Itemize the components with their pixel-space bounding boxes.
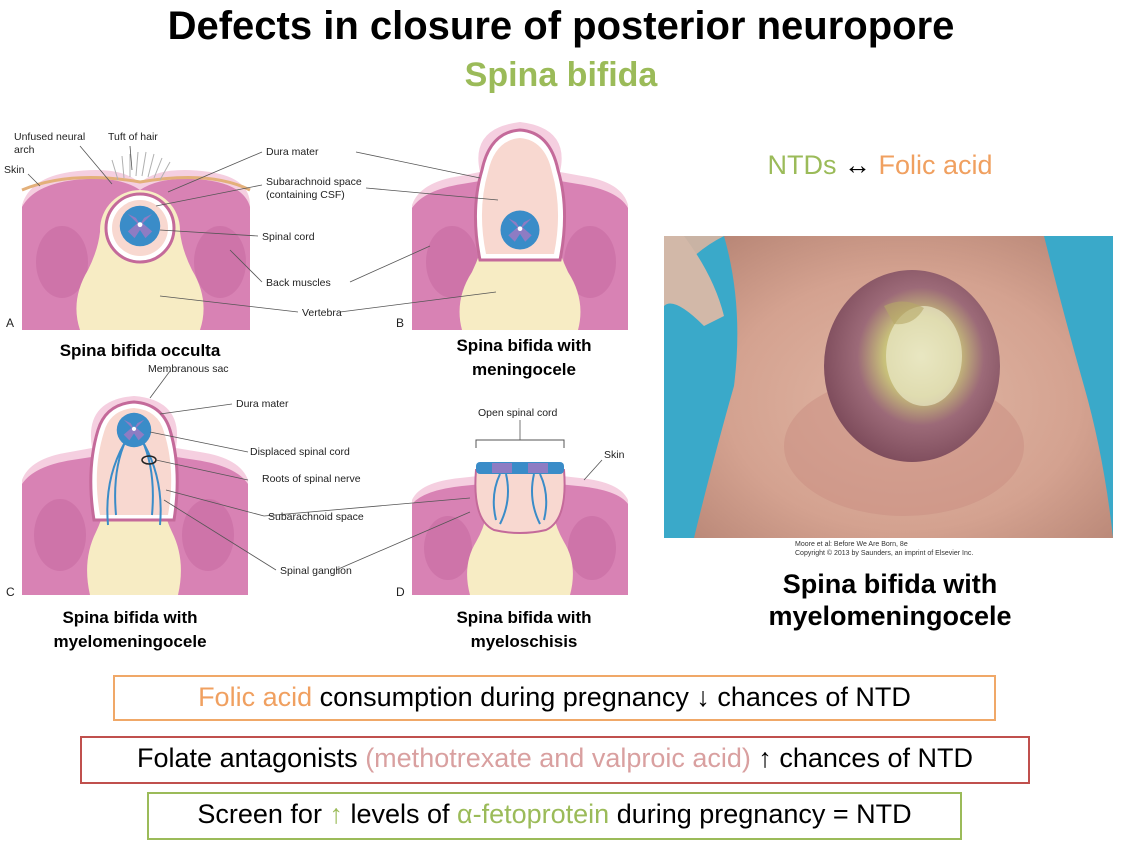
label-unfused-arch-1: Unfused neural [14, 131, 85, 143]
label-open-spinal-cord: Open spinal cord [478, 407, 558, 419]
vertebra-c [87, 500, 181, 595]
label-dura-mater: Dura mater [266, 146, 319, 158]
caption-b-line-2: meningocele [472, 360, 576, 379]
up-arrow-icon: ↑ [329, 799, 343, 829]
photo-caption: Spina bifida with myelomeningocele [720, 568, 1060, 632]
box3-highlight: α-fetoprotein [457, 799, 610, 829]
label-vertebra: Vertebra [302, 307, 342, 319]
caption-d: Spina bifida with myeloschisis [404, 606, 644, 654]
box2-text: ↑ chances of NTD [750, 743, 973, 773]
box3-mid: levels of [342, 799, 457, 829]
folic-acid-box: Folic acid consumption during pregnancy … [113, 675, 996, 721]
caption-c-line-1: Spina bifida with [62, 608, 198, 627]
caption-b-line-1: Spina bifida with [456, 336, 592, 355]
label-subarachnoid-1: Subarachnoid space [266, 176, 362, 188]
label-spinal-cord: Spinal cord [262, 231, 315, 243]
panel-a: A [6, 151, 251, 330]
open-cord-d [476, 462, 564, 474]
caption-c: Spina bifida with myelomeningocele [10, 606, 250, 654]
label-unfused-arch-2: arch [14, 144, 35, 156]
photo-credit: Moore et al: Before We Are Born, 8e Copy… [795, 540, 973, 558]
panel-letter-a: A [6, 316, 14, 330]
vertebra-d [467, 516, 573, 595]
label-back-muscles: Back muscles [266, 277, 331, 289]
box3-text: during pregnancy = NTD [609, 799, 912, 829]
folic-acid-text: Folic acid [878, 150, 993, 180]
folate-antagonists-box: Folate antagonists (methotrexate and val… [80, 736, 1030, 784]
label-displaced-spinal-cord: Displaced spinal cord [250, 446, 350, 458]
panel-letter-b: B [396, 316, 404, 330]
caption-a-line-1: Spina bifida occulta [59, 341, 221, 360]
label-dura-mater-c: Dura mater [236, 398, 289, 410]
panel-b: B [396, 122, 628, 330]
vertebra-b [459, 240, 581, 330]
label-subarachnoid-space-c: Subarachnoid space [268, 511, 364, 523]
label-spinal-ganglion: Spinal ganglion [280, 565, 352, 577]
panel-c: C [6, 396, 248, 599]
label-skin-a: Skin [4, 164, 25, 176]
panel-letter-d: D [396, 585, 405, 599]
photo-credit-line-2: Copyright © 2013 by Saunders, an imprint… [795, 550, 974, 557]
myelomeningocele-photo [664, 236, 1113, 538]
label-roots-of-spinal-nerve: Roots of spinal nerve [262, 473, 361, 485]
caption-d-line-2: myeloschisis [470, 632, 578, 651]
box3-pre: Screen for [197, 799, 330, 829]
caption-d-line-1: Spina bifida with [456, 608, 592, 627]
dura-d [474, 469, 566, 534]
label-subarachnoid-2: (containing CSF) [266, 189, 345, 201]
page-subtitle: Spina bifida [464, 56, 658, 94]
caption-b: Spina bifida with meningocele [404, 334, 644, 382]
box2-pre: Folate antagonists [137, 743, 366, 773]
box2-highlight: (methotrexate and valproic acid) [365, 743, 751, 773]
panel-d: D [396, 439, 628, 599]
spina-bifida-diagrams: A B C D [4, 122, 628, 599]
box1-highlight: Folic acid [198, 682, 313, 712]
screening-box: Screen for ↑ levels of α-fetoprotein dur… [147, 792, 962, 840]
photo-credit-line-1: Moore et al: Before We Are Born, 8e [795, 541, 908, 548]
page-title: Defects in closure of posterior neuropor… [167, 4, 955, 48]
vertebra-a [76, 232, 204, 330]
ntd-folic-relation: NTDs ↔ Folic acid [700, 150, 1060, 181]
photo-caption-line-1: Spina bifida with [782, 569, 998, 599]
label-skin-d: Skin [604, 449, 625, 461]
label-membranous-sac: Membranous sac [148, 363, 229, 375]
ntds-text: NTDs [767, 150, 837, 180]
box1-text: consumption during pregnancy ↓ chances o… [312, 682, 911, 712]
panel-letter-c: C [6, 585, 15, 599]
caption-a: Spina bifida occulta [20, 339, 260, 363]
label-tuft-of-hair: Tuft of hair [108, 131, 158, 143]
photo-caption-line-2: myelomeningocele [768, 601, 1012, 631]
caption-c-line-2: myelomeningocele [53, 632, 207, 651]
double-arrow-icon: ↔ [843, 150, 871, 180]
